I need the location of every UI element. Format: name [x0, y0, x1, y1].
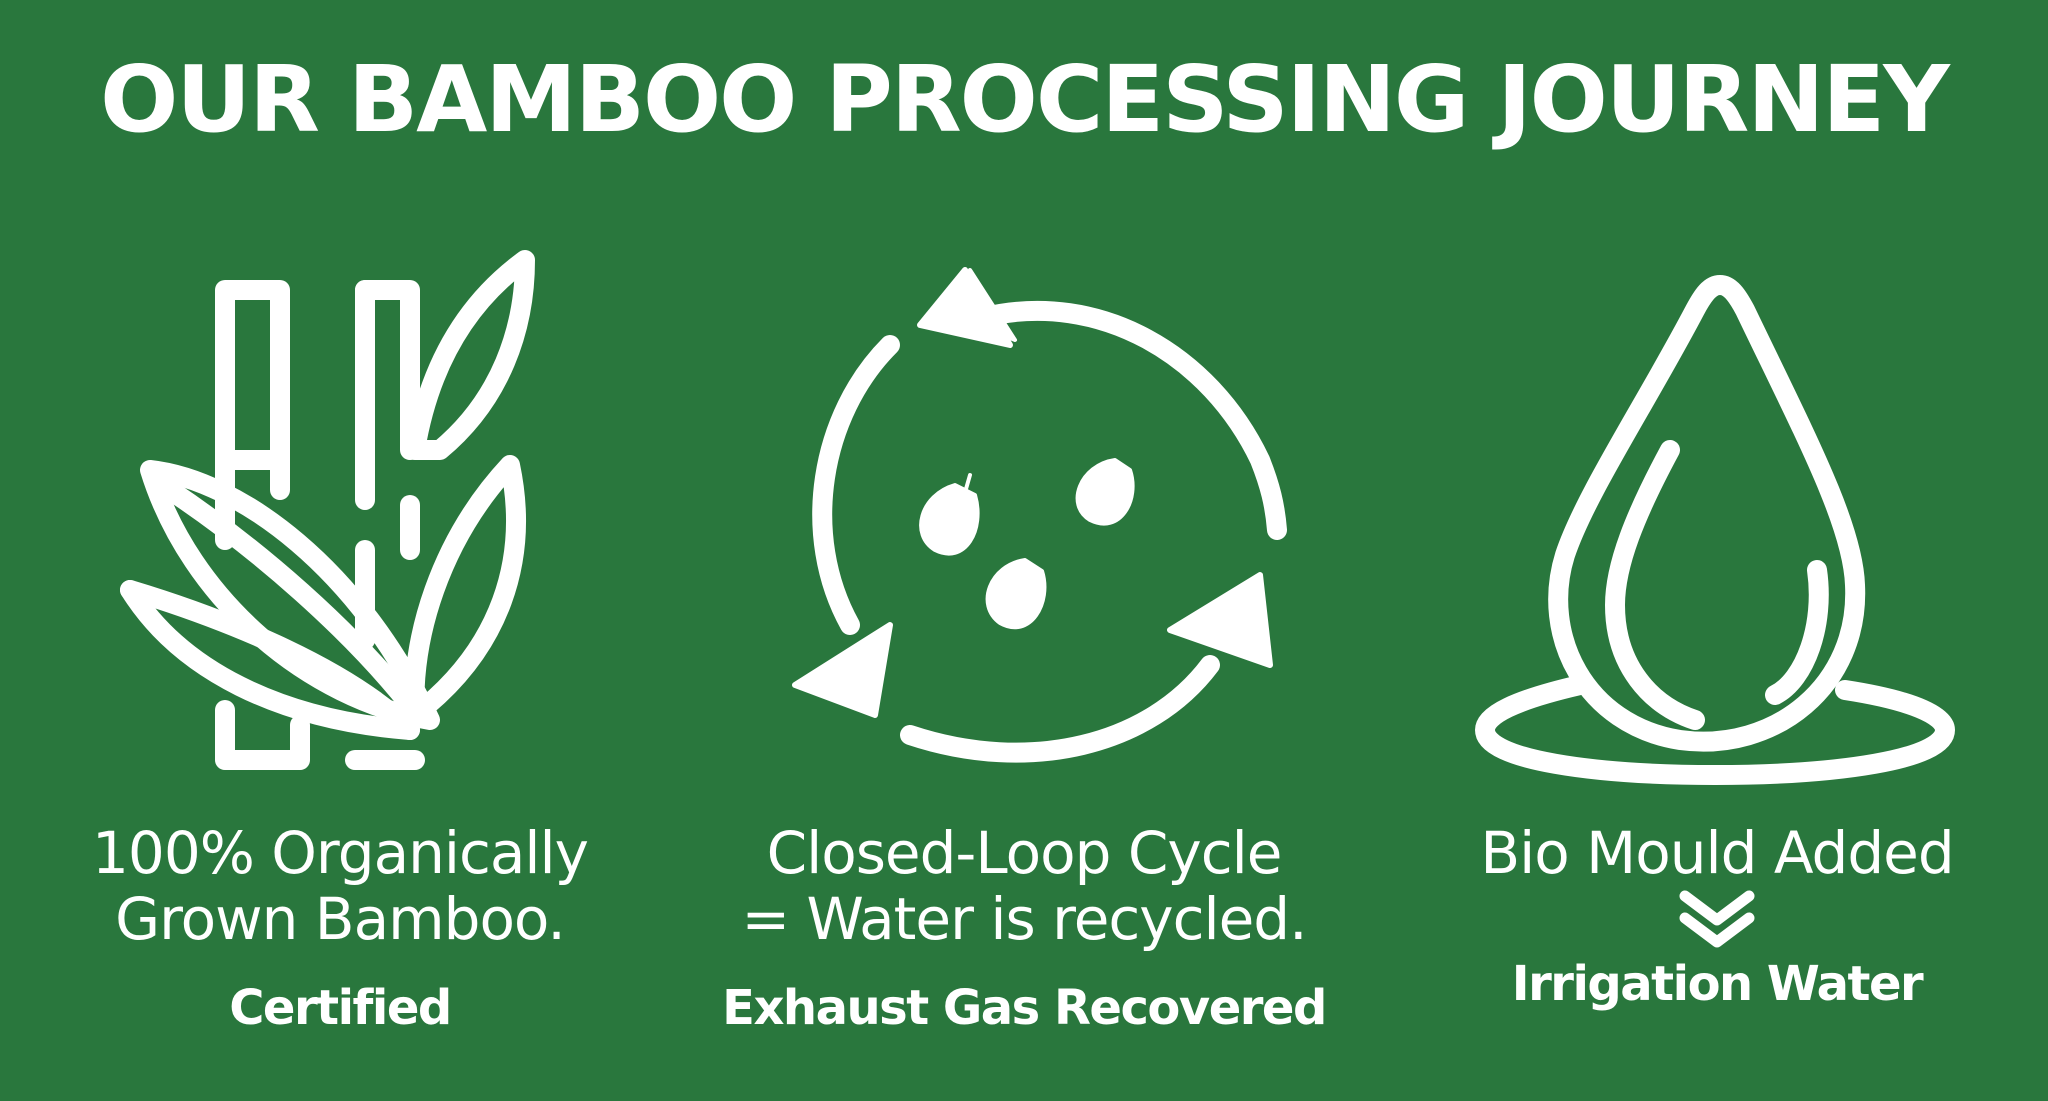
recycle-water-icon — [770, 245, 1290, 775]
column-closed-loop-line1: Closed-Loop Cycle — [766, 819, 1283, 887]
water-drop-icon — [1465, 265, 1965, 785]
column-closed-loop-line2: = Water is recycled. — [741, 885, 1307, 953]
column-bio-mould-bold: Irrigation Water — [1511, 956, 1924, 1012]
column-organic: 100% Organically Grown Bamboo. Certified — [20, 820, 660, 1038]
column-organic-bold: Certified — [229, 980, 452, 1036]
column-bio-mould-line1: Bio Mould Added — [1480, 819, 1954, 887]
column-closed-loop-bold: Exhaust Gas Recovered — [722, 980, 1327, 1036]
column-organic-line1: 100% Organically — [92, 819, 589, 887]
column-closed-loop: Closed-Loop Cycle = Water is recycled. E… — [704, 820, 1344, 1038]
bamboo-icon — [110, 240, 550, 780]
page-title: OUR BAMBOO PROCESSING JOURNEY — [100, 46, 1950, 153]
double-chevron-down-icon — [1679, 890, 1755, 948]
column-bio-mould: Bio Mould Added Irrigation Water — [1397, 820, 2037, 1014]
column-organic-line2: Grown Bamboo. — [115, 885, 566, 953]
